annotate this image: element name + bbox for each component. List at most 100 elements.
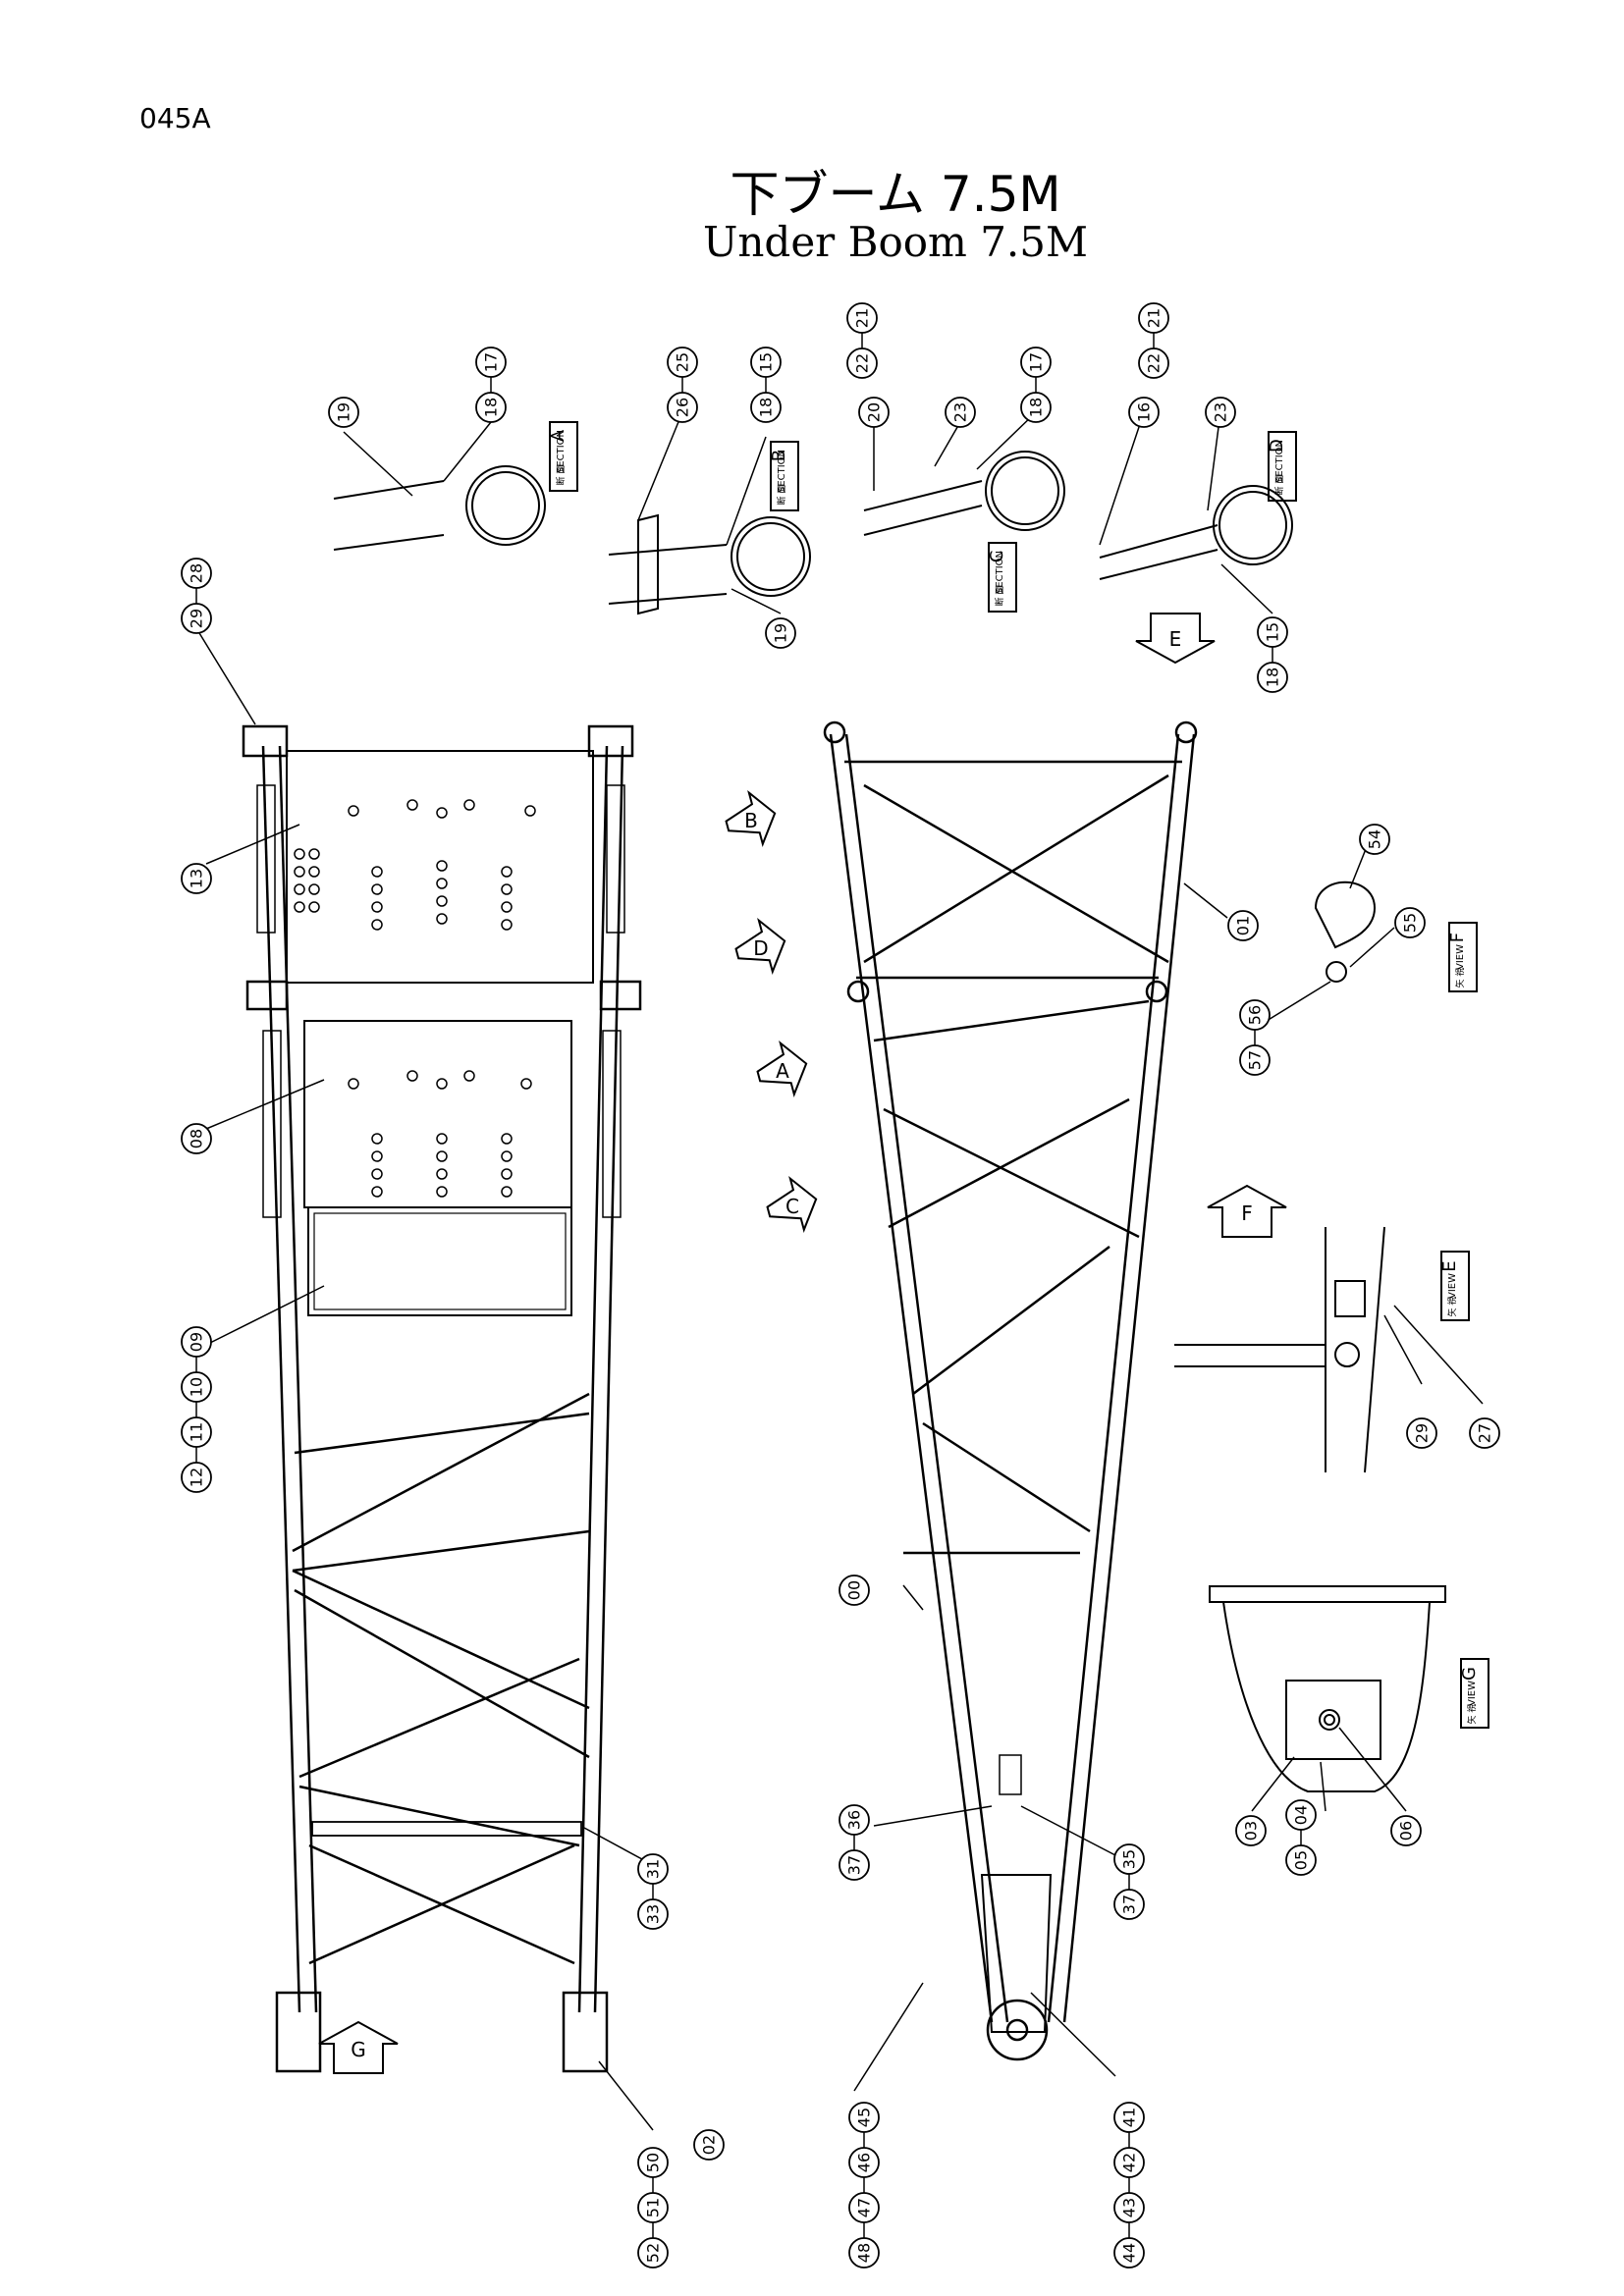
view-arrow-f: F bbox=[1207, 1184, 1287, 1238]
svg-text:48: 48 bbox=[855, 2243, 874, 2263]
svg-text:54: 54 bbox=[1366, 829, 1384, 849]
callout-42: 42 bbox=[1113, 2147, 1145, 2178]
svg-text:G: G bbox=[1459, 1667, 1480, 1681]
svg-text:23: 23 bbox=[951, 402, 970, 422]
svg-text:VIEW: VIEW bbox=[1455, 944, 1466, 970]
callout-37: 37 bbox=[839, 1849, 870, 1881]
svg-text:SECTION: SECTION bbox=[1274, 440, 1285, 483]
svg-text:06: 06 bbox=[1397, 1821, 1416, 1841]
callout-18: 18 bbox=[1020, 392, 1052, 423]
svg-text:15: 15 bbox=[1264, 622, 1282, 642]
svg-text:C: C bbox=[987, 551, 1007, 563]
view-f-label: VIEW F 矢 視 bbox=[1447, 922, 1478, 992]
callout-22: 22 bbox=[846, 347, 878, 379]
view-arrow-d: D bbox=[734, 917, 786, 975]
callout-04: 04 bbox=[1285, 1799, 1317, 1831]
svg-text:03: 03 bbox=[1242, 1821, 1261, 1841]
section-d-label: SECTION D 断 面 bbox=[1267, 431, 1297, 502]
callout-18: 18 bbox=[1257, 662, 1288, 693]
callout-52: 52 bbox=[637, 2237, 669, 2269]
callout-33: 33 bbox=[637, 1898, 669, 1930]
svg-text:16: 16 bbox=[1135, 402, 1154, 422]
view-e-label: VIEW E 矢 視 bbox=[1439, 1251, 1470, 1321]
svg-text:G: G bbox=[351, 2038, 366, 2061]
view-arrow-a: A bbox=[756, 1040, 808, 1097]
callout-46: 46 bbox=[848, 2147, 880, 2178]
svg-text:57: 57 bbox=[1246, 1050, 1265, 1070]
svg-text:A: A bbox=[776, 1059, 789, 1083]
callout-17: 17 bbox=[1020, 347, 1052, 378]
svg-text:B: B bbox=[769, 450, 789, 461]
svg-text:18: 18 bbox=[482, 398, 501, 417]
svg-text:断 面: 断 面 bbox=[776, 485, 787, 506]
svg-text:23: 23 bbox=[1212, 402, 1230, 422]
svg-text:D: D bbox=[1267, 439, 1287, 453]
svg-text:52: 52 bbox=[644, 2243, 663, 2263]
boom-top-view bbox=[242, 724, 642, 2073]
svg-text:SECTION: SECTION bbox=[777, 450, 787, 493]
callout-44: 44 bbox=[1113, 2237, 1145, 2269]
callout-55: 55 bbox=[1394, 907, 1426, 938]
svg-text:25: 25 bbox=[674, 352, 692, 372]
svg-text:29: 29 bbox=[188, 609, 206, 628]
callout-03: 03 bbox=[1235, 1815, 1267, 1846]
callout-11: 11 bbox=[181, 1416, 212, 1448]
callout-00: 00 bbox=[839, 1575, 870, 1606]
callout-25: 25 bbox=[667, 347, 698, 378]
svg-text:20: 20 bbox=[865, 402, 884, 422]
svg-text:F: F bbox=[1241, 1201, 1253, 1225]
callout-18: 18 bbox=[750, 392, 782, 423]
callout-26: 26 bbox=[667, 392, 698, 423]
svg-text:断 面: 断 面 bbox=[994, 586, 1005, 607]
callout-27: 27 bbox=[1469, 1417, 1500, 1449]
svg-text:46: 46 bbox=[855, 2153, 874, 2172]
svg-text:15: 15 bbox=[757, 352, 776, 372]
callout-43: 43 bbox=[1113, 2192, 1145, 2223]
callout-17: 17 bbox=[475, 347, 507, 378]
svg-text:50: 50 bbox=[644, 2153, 663, 2172]
view-arrow-c: C bbox=[766, 1175, 818, 1233]
svg-text:22: 22 bbox=[853, 353, 872, 373]
callout-15: 15 bbox=[1257, 616, 1288, 648]
callout-57: 57 bbox=[1239, 1044, 1271, 1076]
svg-text:断 面: 断 面 bbox=[555, 465, 567, 486]
callout-05: 05 bbox=[1285, 1844, 1317, 1876]
callout-51: 51 bbox=[637, 2192, 669, 2223]
callout-47: 47 bbox=[848, 2192, 880, 2223]
view-g-label: VIEW G 矢 視 bbox=[1459, 1658, 1489, 1729]
svg-text:31: 31 bbox=[644, 1859, 663, 1879]
page-code: 045A bbox=[139, 102, 211, 134]
callout-54: 54 bbox=[1359, 824, 1390, 855]
callout-01: 01 bbox=[1227, 910, 1259, 941]
callout-41: 41 bbox=[1113, 2102, 1145, 2133]
leader-lines bbox=[195, 411, 1484, 2131]
svg-text:41: 41 bbox=[1120, 2108, 1139, 2127]
callout-10: 10 bbox=[181, 1371, 212, 1403]
svg-text:VIEW: VIEW bbox=[1467, 1681, 1478, 1706]
svg-text:E: E bbox=[1169, 627, 1182, 651]
svg-text:29: 29 bbox=[1413, 1423, 1432, 1443]
section-details bbox=[333, 451, 1446, 1792]
title-english: Under Boom 7.5M bbox=[702, 218, 1089, 266]
callout-09: 09 bbox=[181, 1326, 212, 1358]
svg-text:A: A bbox=[548, 429, 568, 442]
svg-text:VIEW: VIEW bbox=[1447, 1273, 1458, 1299]
svg-text:矢 視: 矢 視 bbox=[1454, 968, 1466, 988]
callout-02: 02 bbox=[693, 2129, 725, 2161]
svg-text:37: 37 bbox=[845, 1855, 864, 1875]
callout-45: 45 bbox=[848, 2102, 880, 2133]
svg-text:33: 33 bbox=[644, 1904, 663, 1924]
callout-29: 29 bbox=[181, 603, 212, 634]
svg-text:D: D bbox=[753, 936, 768, 960]
svg-text:19: 19 bbox=[772, 623, 790, 643]
svg-text:02: 02 bbox=[700, 2135, 719, 2155]
svg-text:09: 09 bbox=[188, 1332, 206, 1352]
view-arrow-b: B bbox=[725, 789, 777, 847]
svg-text:36: 36 bbox=[845, 1810, 864, 1830]
callout-13: 13 bbox=[181, 863, 212, 894]
section-a-label: SECTION A 断 面 bbox=[548, 421, 578, 492]
section-c-label: SECTION C 断 面 bbox=[987, 542, 1017, 613]
svg-text:10: 10 bbox=[188, 1377, 206, 1397]
callout-22: 22 bbox=[1138, 347, 1169, 379]
